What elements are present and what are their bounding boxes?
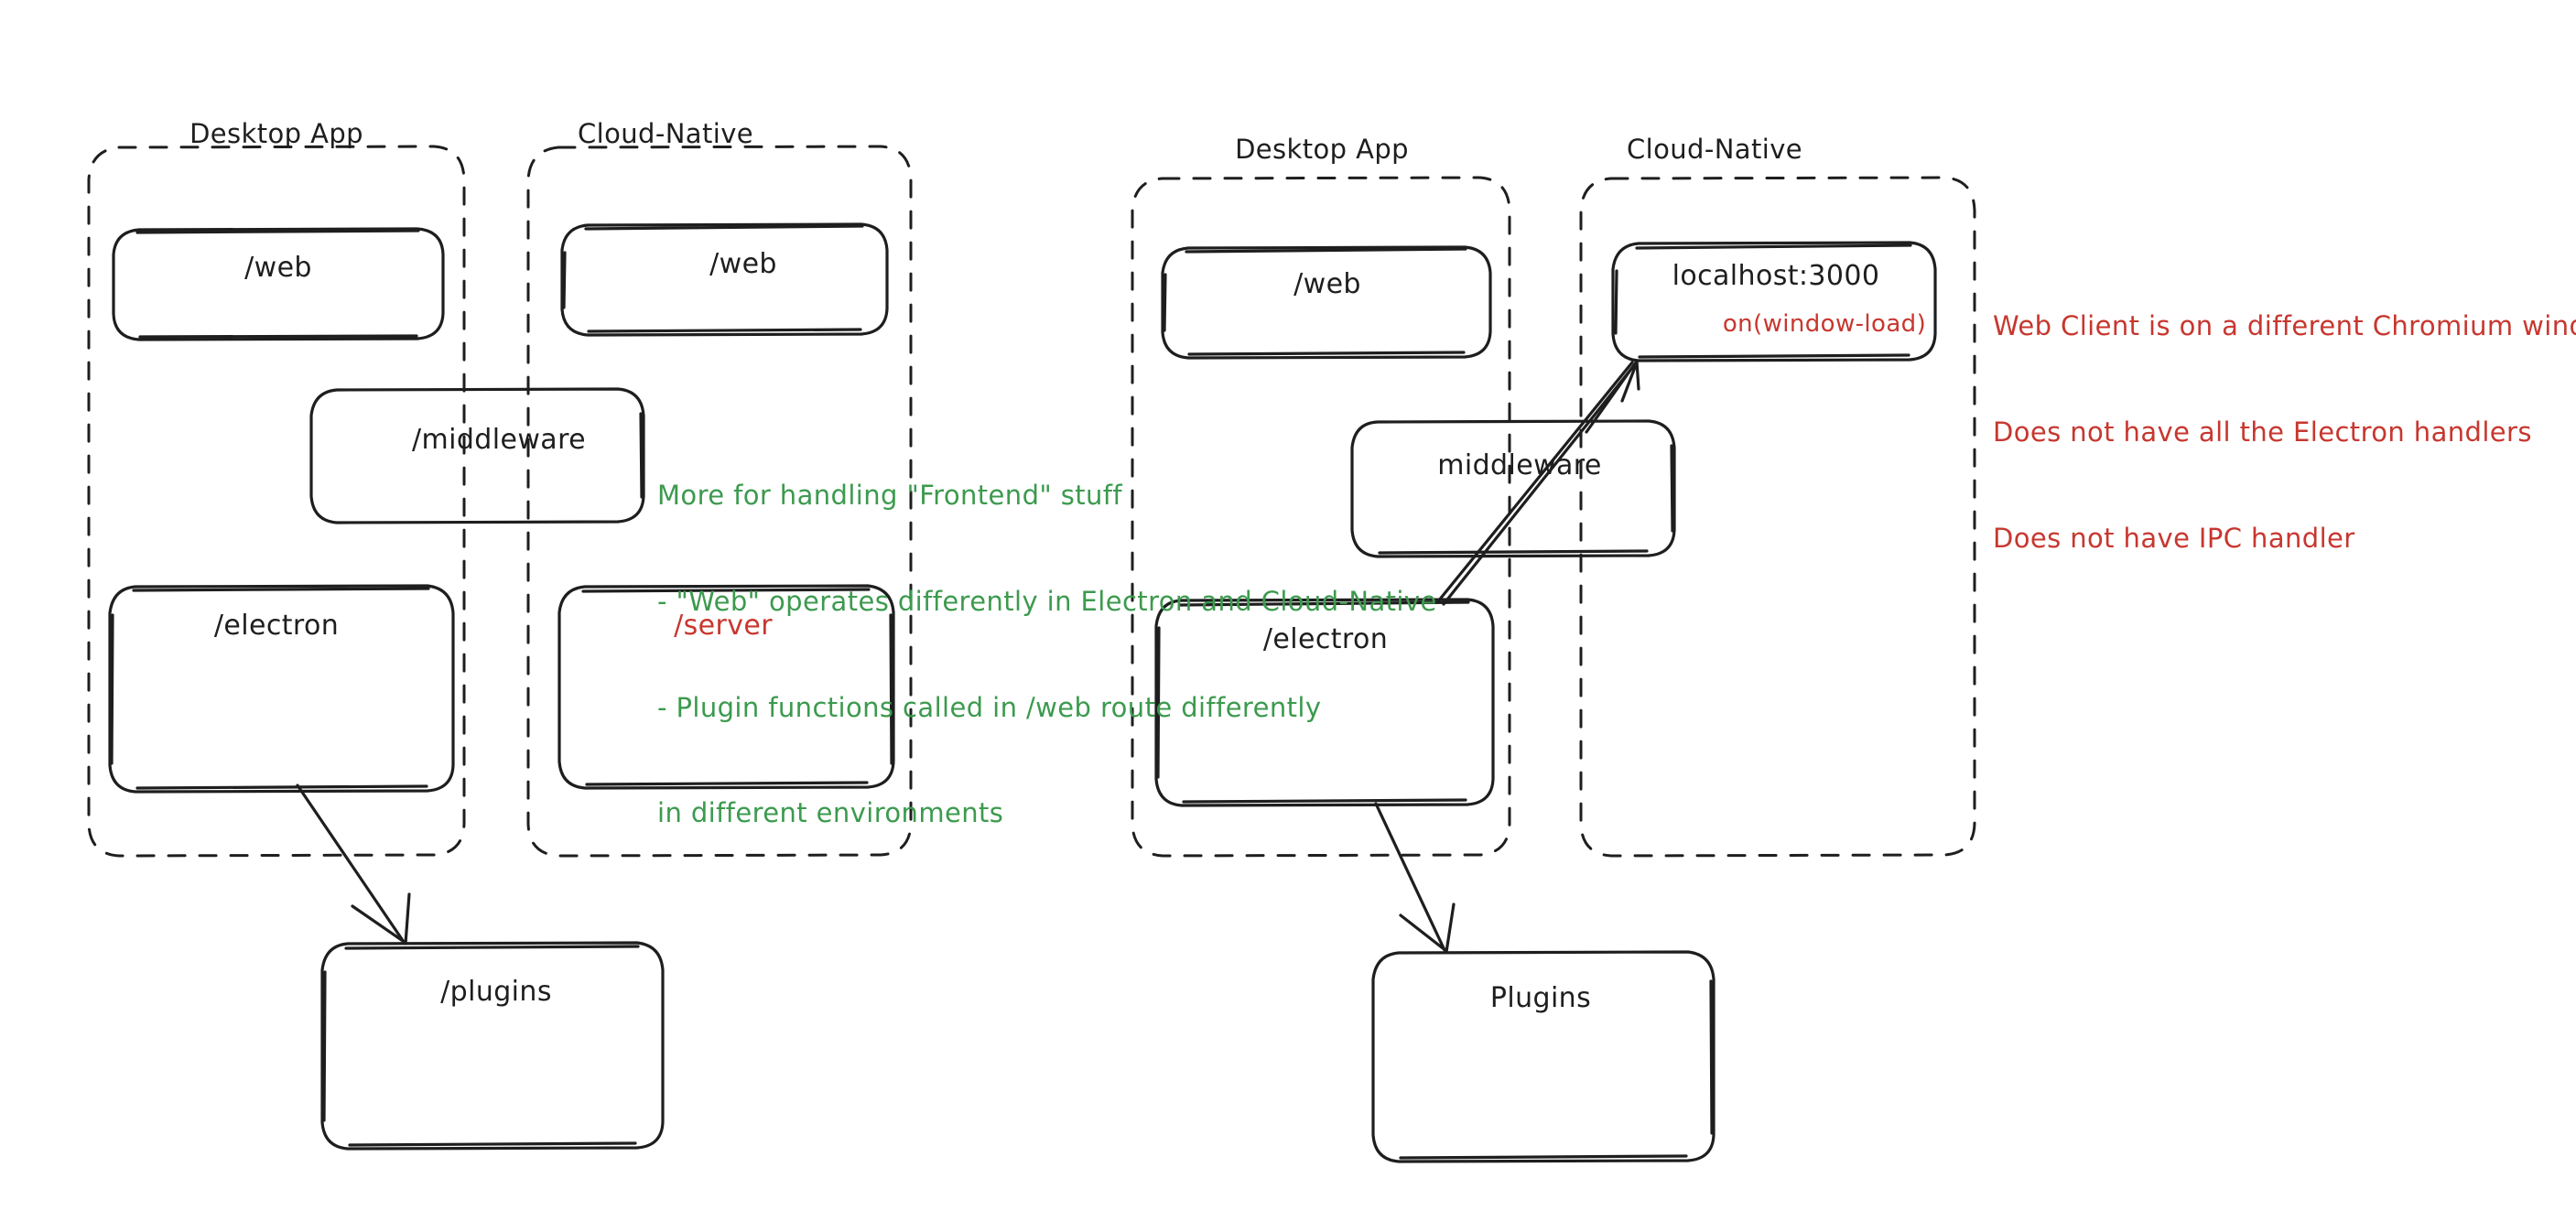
annotation-frontend-line-2: - "Web" operates differently in Electron… xyxy=(657,585,1437,617)
node-left-desktop-web[interactable] xyxy=(114,229,443,339)
node-right-localhost[interactable] xyxy=(1613,243,1935,360)
node-label-right-middleware: middleware xyxy=(1437,449,1602,481)
node-left-plugins[interactable] xyxy=(322,943,663,1149)
annotation-web-client-note: Web Client is on a different Chromium wi… xyxy=(1993,238,2576,626)
annotation-web-client-line-1: Web Client is on a different Chromium wi… xyxy=(1993,310,2576,342)
node-right-plugins[interactable] xyxy=(1373,952,1714,1162)
annotation-frontend-line-3: - Plugin functions called in /web route … xyxy=(657,691,1322,723)
group-title-left-desktop-app: Desktop App xyxy=(189,118,363,149)
node-sublabel-right-localhost-on-window-load: on(window-load) xyxy=(1722,310,1927,338)
node-label-left-plugins: /plugins xyxy=(440,976,552,1008)
node-label-right-plugins: Plugins xyxy=(1489,982,1592,1014)
node-left-middleware[interactable] xyxy=(311,389,644,522)
node-left-cloud-web[interactable] xyxy=(562,224,887,334)
annotation-web-client-line-2: Does not have all the Electron handlers xyxy=(1993,416,2532,448)
node-label-left-cloud-server: /server xyxy=(674,610,773,642)
node-label-right-localhost: localhost:3000 xyxy=(1672,260,1880,292)
node-label-left-desktop-electron: /electron xyxy=(213,610,340,642)
node-right-desktop-web[interactable] xyxy=(1163,247,1490,357)
group-title-right-desktop-app: Desktop App xyxy=(1235,134,1409,165)
node-left-cloud-server[interactable] xyxy=(559,586,893,787)
node-label-right-desktop-web: /web xyxy=(1293,268,1361,300)
node-label-left-middleware: /middleware xyxy=(412,424,586,456)
node-label-left-cloud-web: /web xyxy=(709,248,777,280)
annotation-web-client-line-3: Does not have IPC handler xyxy=(1993,522,2355,554)
node-label-left-desktop-web: /web xyxy=(244,252,312,284)
group-title-left-cloud-native: Cloud-Native xyxy=(578,118,753,149)
node-left-desktop-electron[interactable] xyxy=(110,586,453,792)
group-title-right-cloud-native: Cloud-Native xyxy=(1627,134,1802,165)
node-right-desktop-electron[interactable] xyxy=(1156,600,1493,805)
node-label-right-desktop-electron: /electron xyxy=(1262,623,1389,655)
annotation-frontend-note: More for handling "Frontend" stuff - "We… xyxy=(657,407,1437,902)
annotation-frontend-line-4: in different environments xyxy=(657,797,1004,829)
annotation-frontend-line-1: More for handling "Frontend" stuff xyxy=(657,480,1123,512)
node-right-middleware[interactable] xyxy=(1352,421,1674,556)
